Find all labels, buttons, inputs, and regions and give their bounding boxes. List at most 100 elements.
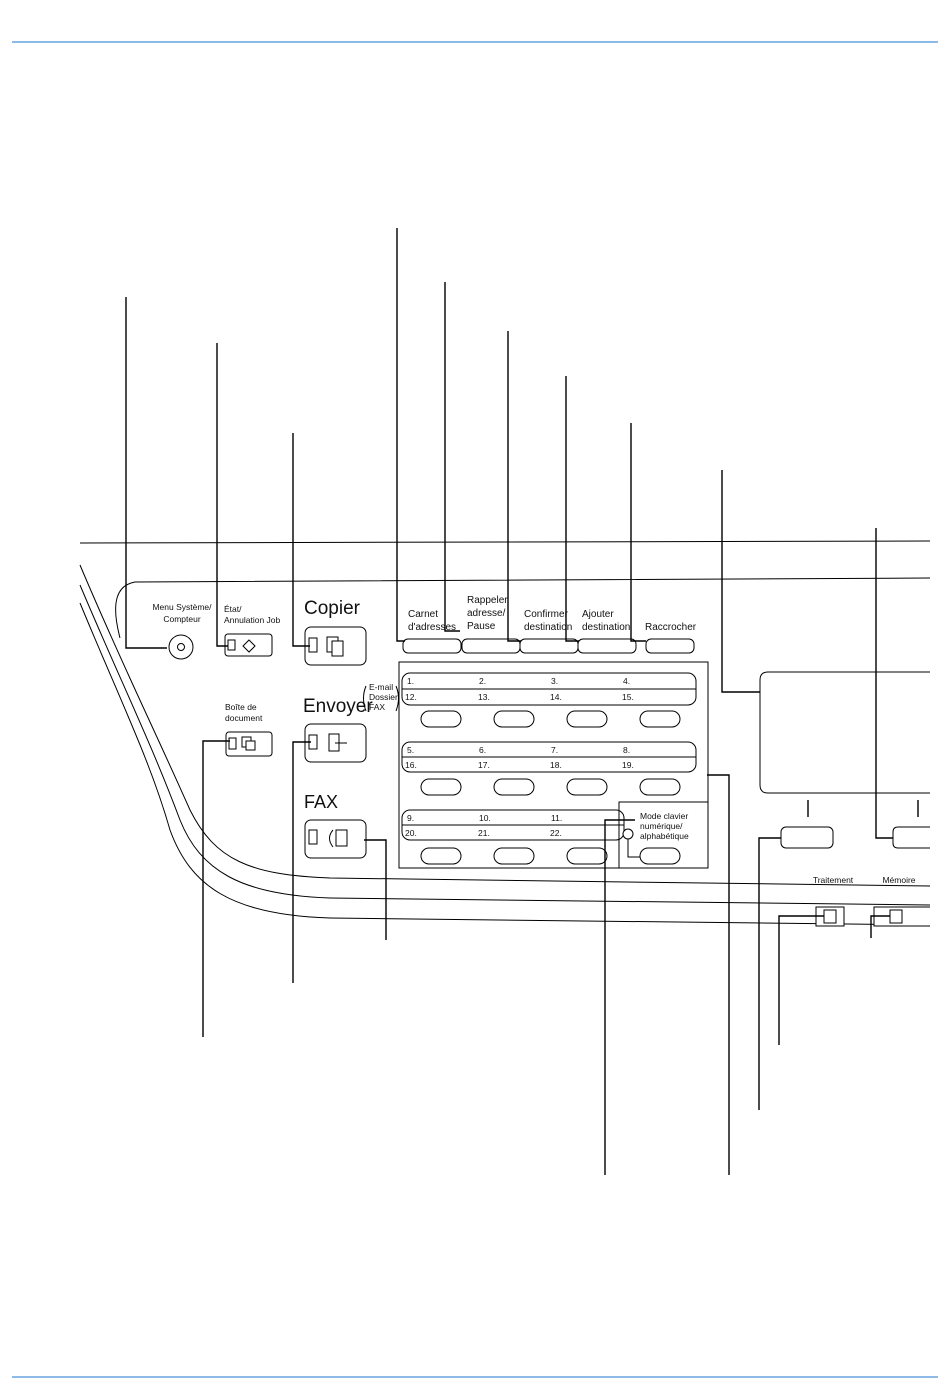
envoyer-sub-2: Dossier [369, 692, 398, 702]
lcd-display [759, 671, 930, 794]
ajouter-label-2: destination [582, 622, 630, 633]
leader-etat [216, 343, 228, 647]
rappeler-label-3: Pause [467, 621, 496, 632]
raccrocher-label: Raccrocher [645, 622, 697, 633]
status-indicators: Traitement Mémoire [813, 875, 930, 927]
envoyer-key[interactable]: Envoyer E-mail Dossier FAX [303, 682, 399, 763]
boite-label-2: document [225, 713, 263, 723]
ot-10: 10. [479, 813, 491, 823]
mode-clavier-label-1: Mode clavier [640, 811, 688, 821]
mode-clavier-label-3: alphabétique [640, 831, 689, 841]
ot-21: 21. [478, 828, 490, 838]
leader-copier [292, 433, 310, 647]
one-touch-key-9[interactable] [420, 847, 462, 865]
ot-18: 18. [550, 760, 562, 770]
leader-fax [364, 839, 387, 940]
confirmer-destination-key[interactable]: Confirmer destination [519, 609, 579, 654]
leader-memoire [870, 915, 890, 938]
copier-key[interactable]: Copier [304, 598, 367, 666]
one-touch-key-1[interactable] [420, 710, 462, 728]
menu-systeme-key[interactable]: Menu Système/ Compteur [152, 602, 212, 660]
rappeler-label-2: adresse/ [467, 608, 506, 619]
ajouter-label-1: Ajouter [582, 609, 614, 620]
traitement-label: Traitement [813, 875, 854, 885]
copier-label: Copier [304, 598, 361, 619]
confirmer-label-1: Confirmer [524, 609, 569, 620]
leader-traitement [778, 915, 824, 1045]
soft-key-right[interactable] [892, 826, 930, 849]
ot-19: 19. [622, 760, 634, 770]
rappeler-adresse-key[interactable]: Rappeler adresse/ Pause [461, 595, 521, 654]
leader-raccrocher [630, 423, 646, 642]
leader-ajouter [565, 376, 579, 642]
leader-menu-systeme [125, 297, 167, 649]
one-touch-key-3[interactable] [566, 710, 608, 728]
ot-11: 11. [551, 813, 562, 823]
leader-boite-document [202, 740, 230, 1037]
boite-document-key[interactable]: Boîte de document [225, 702, 273, 757]
mode-clavier-label-2: numérique/ [640, 821, 683, 831]
ot-16: 16. [405, 760, 417, 770]
leader-envoyer [292, 741, 311, 983]
carnet-label-2: d'adresses [408, 622, 456, 633]
one-touch-key-10[interactable] [493, 847, 535, 865]
panel-outline [79, 540, 931, 926]
ot-17: 17. [478, 760, 490, 770]
fax-key[interactable]: FAX [304, 792, 367, 859]
ot-2: 2. [479, 676, 486, 686]
etat-key[interactable]: État/ Annulation Job [224, 604, 281, 657]
soft-keys [780, 800, 930, 849]
boite-label-1: Boîte de [225, 702, 257, 712]
ot-13: 13. [478, 692, 490, 702]
leader-rappeler [444, 282, 460, 632]
envoyer-sub-3: FAX [369, 702, 385, 712]
carnet-adresses-key[interactable]: Carnet d'adresses [402, 609, 462, 654]
ot-4: 4. [623, 676, 630, 686]
soft-key-left[interactable] [780, 826, 834, 849]
envoyer-label: Envoyer [303, 696, 373, 717]
one-touch-key-11[interactable] [566, 847, 608, 865]
one-touch-key-6[interactable] [493, 778, 535, 796]
ot-6: 6. [479, 745, 486, 755]
etat-label-1: État/ [224, 604, 242, 614]
menu-systeme-label-2: Compteur [163, 614, 200, 624]
leader-one-touch [707, 774, 730, 1175]
leader-soft-key-left [758, 837, 781, 1110]
ot-22: 22. [550, 828, 562, 838]
ot-9: 9. [407, 813, 414, 823]
leader-confirmer [507, 331, 521, 642]
ot-20: 20. [405, 828, 417, 838]
leader-soft-key-right [875, 528, 893, 839]
ot-1: 1. [407, 676, 414, 686]
leader-mode-clavier [604, 819, 635, 1175]
memoire-indicator [889, 909, 903, 924]
traitement-indicator [823, 909, 837, 924]
ot-5: 5. [407, 745, 414, 755]
confirmer-label-2: destination [524, 622, 572, 633]
ajouter-destination-key[interactable]: Ajouter destination [577, 609, 637, 654]
ot-8: 8. [623, 745, 630, 755]
ot-3: 3. [551, 676, 558, 686]
memoire-label: Mémoire [882, 875, 915, 885]
one-touch-key-5[interactable] [420, 778, 462, 796]
one-touch-key-2[interactable] [493, 710, 535, 728]
ot-12: 12. [405, 692, 417, 702]
ot-7: 7. [551, 745, 558, 755]
one-touch-key-7[interactable] [566, 778, 608, 796]
leader-display [721, 470, 760, 693]
one-touch-key-4[interactable] [639, 710, 681, 728]
ot-15: 15. [622, 692, 634, 702]
mode-clavier-key[interactable] [639, 847, 681, 865]
one-touch-block: 1. 2. 3. 4. 12. 13. 14. 15. 5. 6. 7. 8. … [398, 661, 709, 869]
rappeler-label-1: Rappeler [467, 595, 508, 606]
leader-carnet [396, 228, 405, 642]
menu-systeme-label-1: Menu Système/ [152, 602, 212, 612]
one-touch-key-8[interactable] [639, 778, 681, 796]
fax-label: FAX [304, 792, 338, 812]
mode-clavier-indicator [622, 828, 634, 840]
envoyer-sub-1: E-mail [369, 682, 393, 692]
raccrocher-key[interactable]: Raccrocher [645, 622, 697, 654]
ot-14: 14. [550, 692, 562, 702]
etat-label-2: Annulation Job [224, 615, 281, 625]
